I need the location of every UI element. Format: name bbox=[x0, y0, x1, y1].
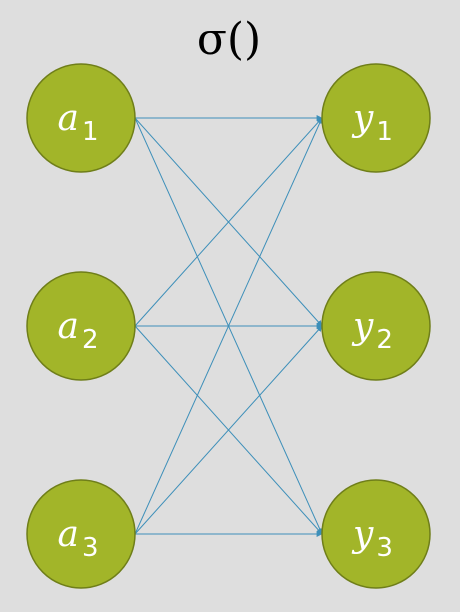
edges-group bbox=[134, 115, 323, 537]
input-a3-subscript: 3 bbox=[82, 533, 99, 563]
edge-a3-y1 bbox=[134, 117, 323, 535]
edge-a2-y1 bbox=[134, 117, 323, 327]
output-y3-variable: y bbox=[351, 514, 374, 555]
input-a1-subscript: 1 bbox=[82, 117, 99, 147]
input-a3-variable: a bbox=[57, 514, 78, 555]
output-y2-circle bbox=[321, 271, 431, 381]
input-a3-circle bbox=[26, 479, 136, 589]
output-y2-subscript: 2 bbox=[376, 325, 393, 355]
input-a2-subscript: 2 bbox=[82, 325, 99, 355]
input-a2-variable: a bbox=[57, 306, 78, 347]
activation-function-title: σ() bbox=[197, 14, 261, 65]
output-y1-variable: y bbox=[351, 98, 374, 139]
output-y3-circle bbox=[321, 479, 431, 589]
input-a1-circle bbox=[26, 63, 136, 173]
output-y1-subscript: 1 bbox=[376, 117, 393, 147]
output-y3-subscript: 3 bbox=[376, 533, 393, 563]
output-y1-circle bbox=[321, 63, 431, 173]
output-y2-variable: y bbox=[351, 306, 374, 347]
input-a2-circle bbox=[26, 271, 136, 381]
input-a1-variable: a bbox=[57, 98, 78, 139]
edge-a3-y2 bbox=[134, 325, 323, 535]
